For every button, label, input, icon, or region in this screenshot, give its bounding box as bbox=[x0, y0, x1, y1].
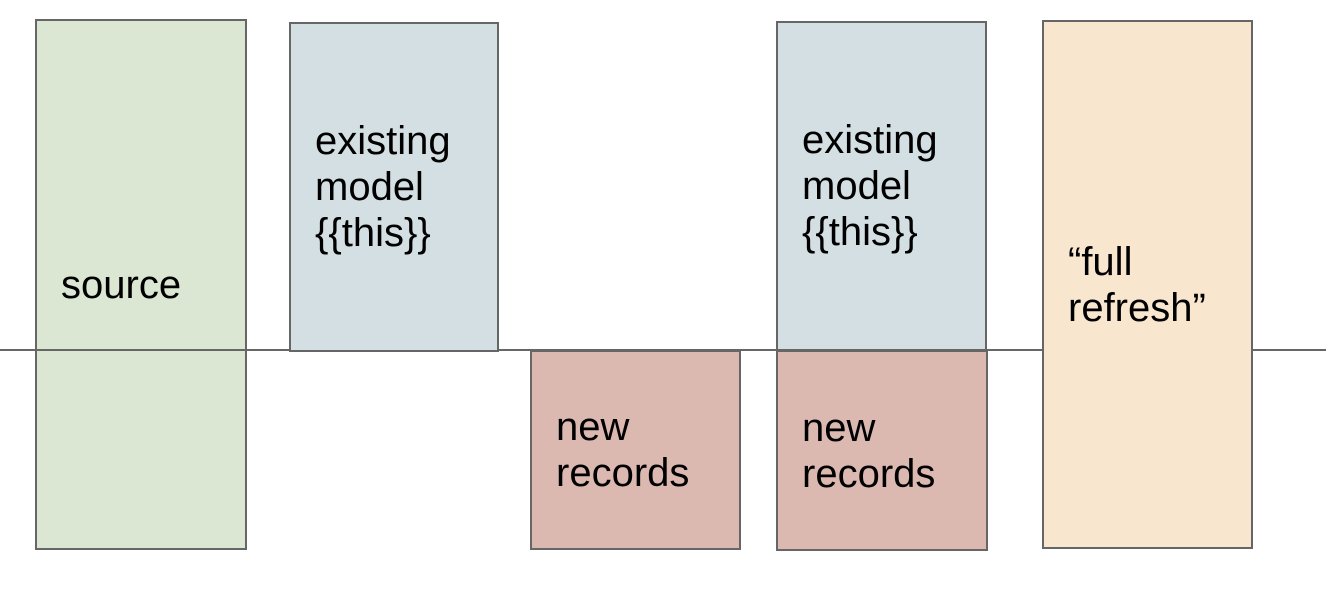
full-refresh-box-label: “full refresh” bbox=[1068, 239, 1206, 330]
existing-model-box-2: existing model {{this}} bbox=[776, 21, 987, 351]
source-box: source bbox=[35, 19, 247, 550]
existing-model-box-1: existing model {{this}} bbox=[289, 22, 499, 352]
full-refresh-box: “full refresh” bbox=[1042, 20, 1253, 549]
new-records-box-2: new records bbox=[776, 350, 988, 551]
new-records-box-2-label: new records bbox=[802, 405, 936, 496]
new-records-box-1-label: new records bbox=[556, 405, 690, 495]
existing-model-box-2-label: existing model {{this}} bbox=[802, 118, 938, 254]
existing-model-box-1-label: existing model {{this}} bbox=[315, 119, 451, 255]
source-box-label: source bbox=[61, 262, 182, 307]
new-records-box-1: new records bbox=[530, 350, 741, 550]
